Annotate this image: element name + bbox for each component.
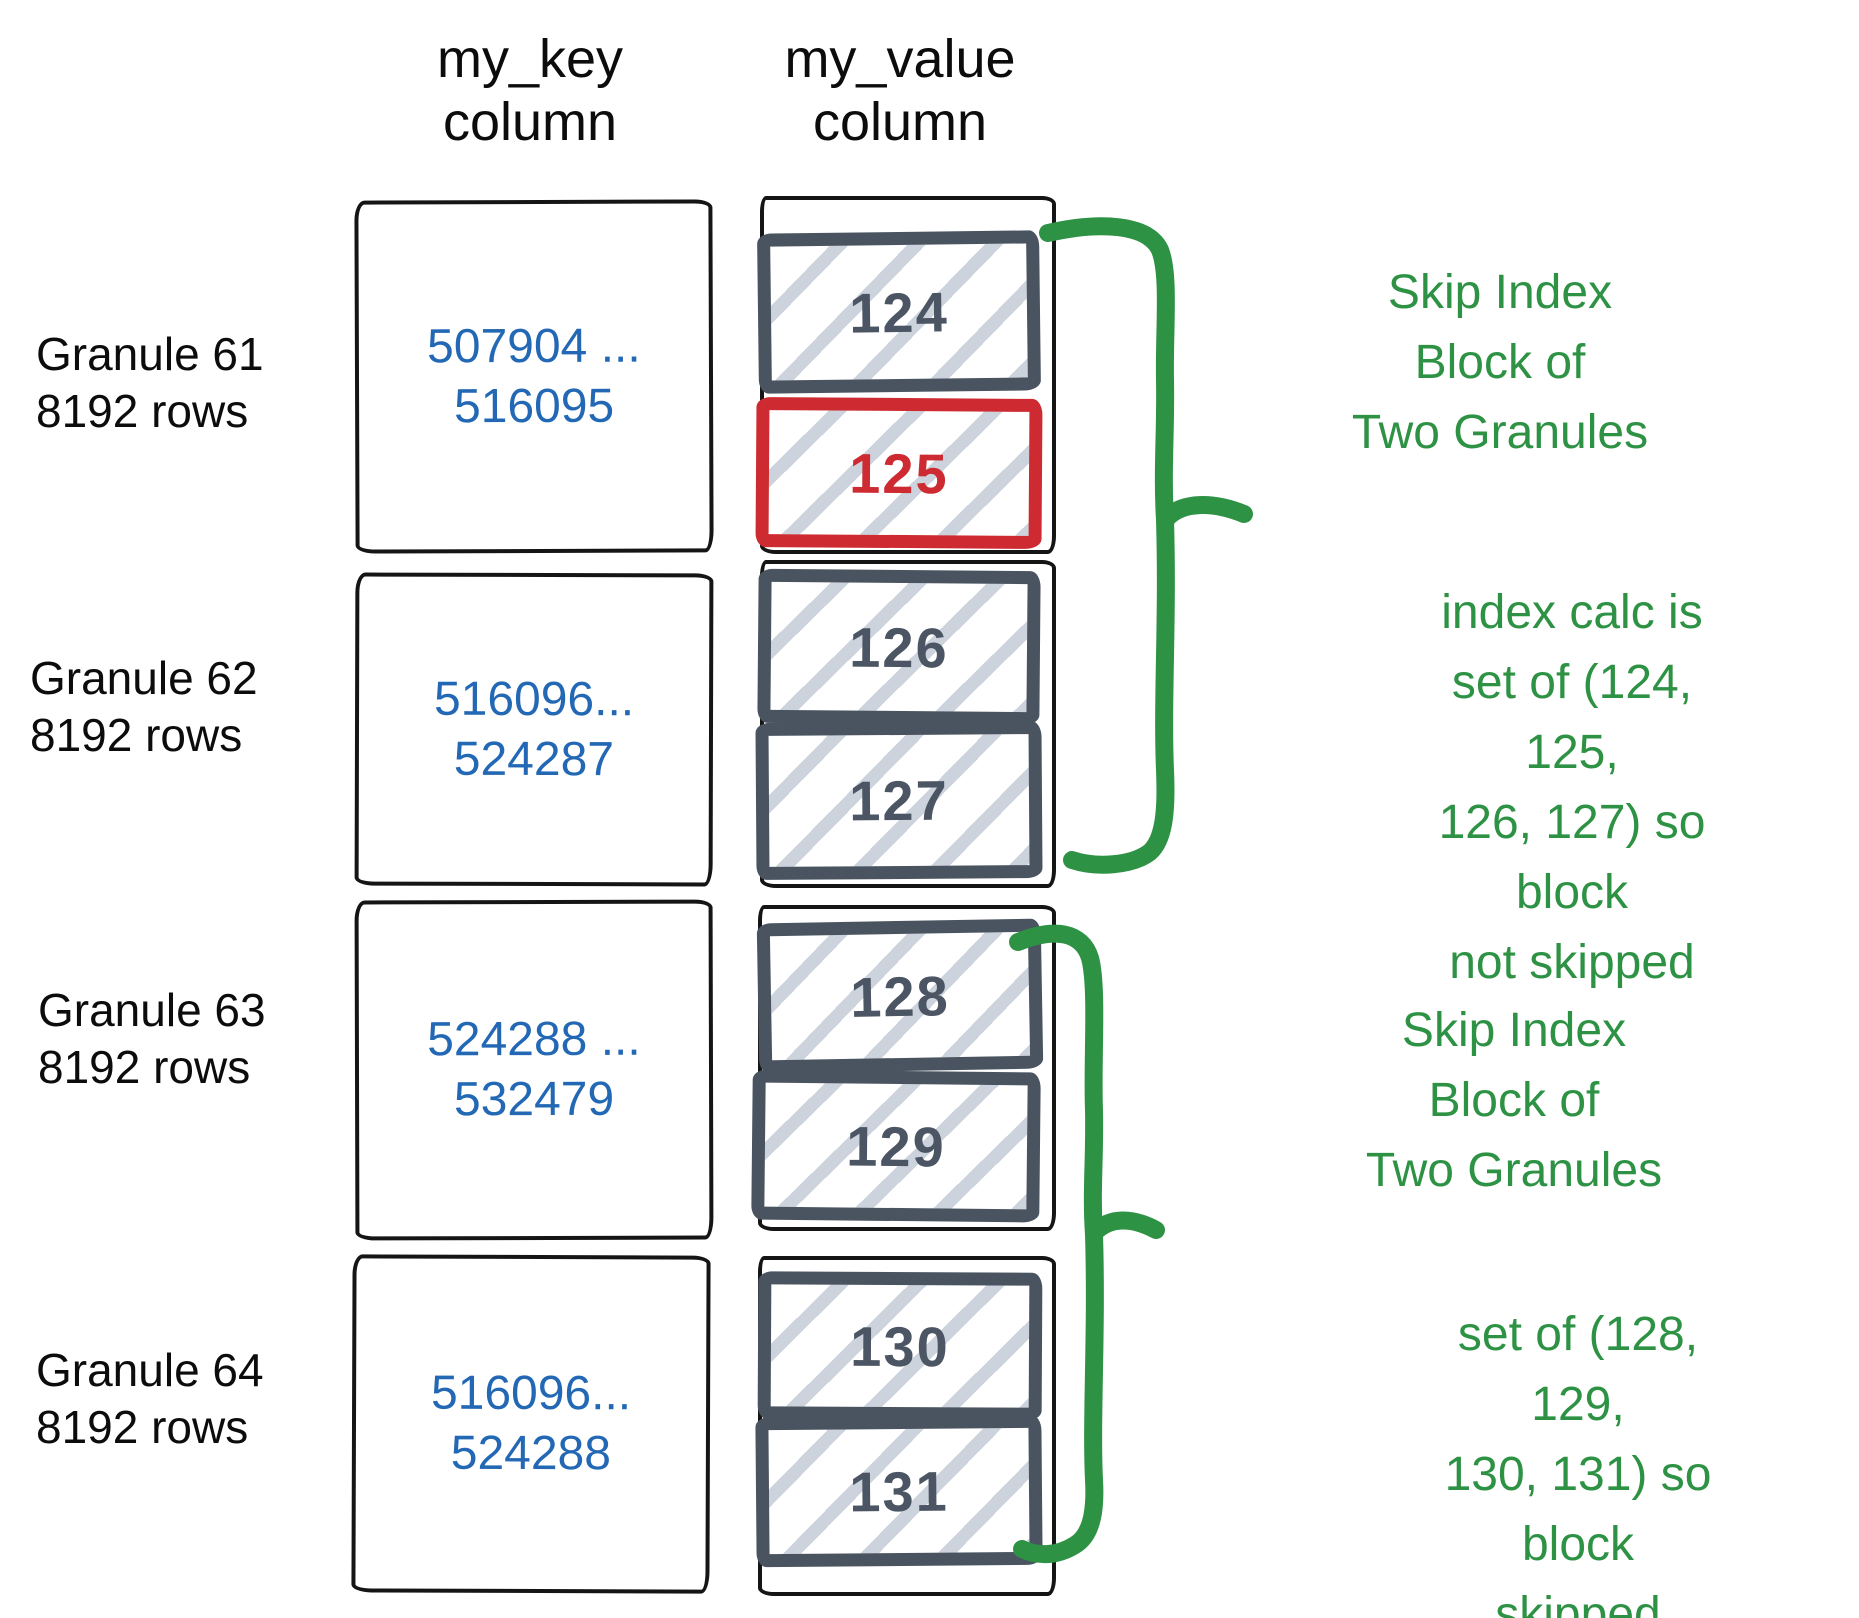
granule-61-key-range: 507904 ... 516095: [427, 319, 641, 433]
annotation-skipped: set of (128, 129, 130, 131) so block ski…: [1444, 1308, 1712, 1618]
granule-64-key-box: 516096... 524288: [351, 1254, 711, 1594]
mark-number: 131: [849, 1459, 949, 1523]
mark-number: 124: [848, 279, 950, 345]
mark-number: 126: [849, 615, 949, 679]
brace-top-nub-icon: [1158, 496, 1253, 527]
mark-number: 125: [849, 441, 949, 505]
mark-number: 128: [849, 963, 951, 1029]
brace-bottom-nub-icon: [1086, 1211, 1165, 1241]
value-mark-127: 127: [755, 721, 1043, 880]
granule-62-value-box: 126 127: [755, 560, 1056, 888]
granule-61-key-box: 507904 ... 516095: [354, 199, 714, 554]
mark-number: 127: [849, 768, 949, 833]
annotation-not-skipped: index calc is set of (124, 125, 126, 127…: [1438, 586, 1706, 989]
value-mark-126: 126: [757, 568, 1041, 726]
mark-number: 130: [850, 1314, 950, 1378]
granule-61-value-box: 124 125: [755, 196, 1056, 554]
value-mark-130: 130: [757, 1271, 1043, 1421]
granule-62-key-range: 516096... 524287: [433, 672, 635, 786]
key-column-header: my_key column: [436, 29, 624, 152]
value-mark-125: 125: [755, 397, 1043, 549]
granule-64-value-box: 130 131: [755, 1256, 1056, 1596]
annotation-skip-block-1: Skip Index Block of Two Granules: [1351, 266, 1649, 459]
value-mark-128: 128: [756, 918, 1044, 1074]
granule-61-label: Granule 61 8192 rows: [36, 328, 264, 437]
granule-62-key-box: 516096... 524287: [354, 572, 714, 887]
value-column-header: my_value column: [784, 29, 1016, 152]
mark-number: 129: [845, 1113, 947, 1179]
value-mark-131: 131: [755, 1414, 1043, 1568]
granule-63-key-box: 524288 ... 532479: [354, 899, 714, 1241]
annotation-skip-block-2: Skip Index Block of Two Granules: [1365, 1004, 1663, 1197]
brace-top-icon: [1039, 217, 1175, 874]
granule-63-value-box: 128 129: [751, 905, 1056, 1231]
value-mark-129: 129: [751, 1069, 1041, 1223]
granule-63-key-range: 524288 ... 532479: [427, 1012, 641, 1127]
granule-62-label: Granule 62 8192 rows: [30, 652, 258, 761]
granule-64-key-range: 516096... 524288: [430, 1366, 632, 1481]
value-mark-124: 124: [757, 230, 1041, 394]
granule-63-label: Granule 63 8192 rows: [38, 984, 266, 1093]
granule-64-label: Granule 64 8192 rows: [36, 1344, 264, 1453]
